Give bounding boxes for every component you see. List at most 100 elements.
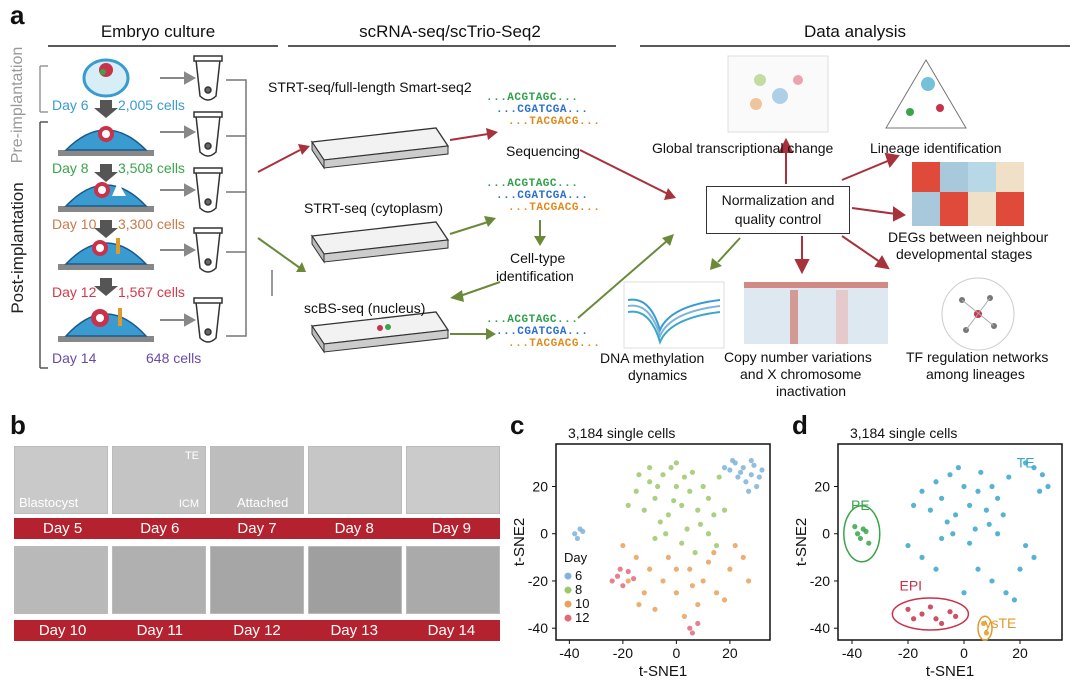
analysis-dna-2: dynamics [628, 367, 688, 383]
data-point-8 [673, 483, 679, 490]
data-point-TE [1011, 597, 1017, 603]
embryo-day8-icon [58, 126, 154, 156]
data-point-6 [580, 528, 586, 534]
header-embryo-culture: Embryo culture [100, 22, 216, 41]
y-tick-label: -20 [528, 573, 548, 589]
day-bar-day6: Day 6 [140, 520, 180, 537]
data-point-8 [679, 502, 685, 508]
legend-label-6: 6 [575, 568, 582, 583]
data-point-TE [953, 512, 959, 518]
data-point-12 [695, 620, 701, 627]
data-point-TE [1003, 590, 1009, 596]
day14-label: Day 14 [52, 350, 97, 366]
photo-label-te: TE [184, 450, 199, 462]
photo-row-2 [14, 546, 500, 614]
day8-label: Day 8 [52, 160, 89, 176]
day6-cells: 2,005 cells [118, 97, 185, 113]
y-tick-label: -40 [528, 620, 548, 636]
data-point-ysTE [981, 620, 987, 627]
data-point-6 [727, 467, 733, 473]
legend-swatch-8 [564, 586, 572, 594]
data-point-6 [751, 462, 757, 468]
data-point-EPI [919, 611, 925, 617]
panel-b-label: b [10, 410, 26, 440]
data-point-10 [711, 550, 717, 556]
legend-title: Day [564, 550, 588, 565]
data-point-10 [647, 566, 653, 572]
seq-read-group-3: ...ACGTAGC... ...CGATCGA... ...TACGACG..… [486, 314, 601, 350]
step-celltype-2: identification [496, 268, 574, 284]
data-point-PE [857, 535, 863, 542]
data-point-8 [657, 519, 663, 525]
data-point-8 [684, 526, 690, 532]
data-point-TE [1031, 554, 1037, 560]
y-tick-label: 0 [822, 526, 830, 542]
data-point-TE [975, 488, 981, 494]
data-point-TE [944, 519, 950, 525]
data-point-10 [721, 597, 728, 603]
data-point-8 [652, 535, 658, 542]
data-point-8 [705, 531, 712, 537]
data-point-10 [620, 542, 626, 549]
data-point-10 [732, 542, 738, 549]
photo-day6: TE ICM [112, 446, 206, 514]
embryo-day10-icon [58, 182, 154, 212]
panel-a-label: a [10, 0, 25, 30]
data-point-TE [919, 488, 925, 494]
data-point-8 [697, 521, 704, 527]
data-point-TE [905, 542, 911, 549]
data-point-10 [746, 578, 752, 584]
data-point-8 [655, 483, 661, 490]
data-point-6 [746, 488, 752, 494]
analysis-dna-1: DNA methylation [600, 350, 705, 366]
data-point-TE [1037, 488, 1043, 494]
data-point-10 [681, 613, 687, 619]
photo-day8 [308, 446, 402, 514]
data-point-TE [967, 540, 973, 546]
methylation-thumbnail [623, 281, 725, 349]
post-implantation-label: Post-implantation [8, 182, 27, 314]
y-tick-label: 20 [814, 479, 830, 495]
data-point-10 [633, 554, 639, 560]
seq-read-group-1: ...ACGTAGC... ...CGATCGA... ...TACGACG..… [486, 92, 601, 128]
data-point-6 [572, 531, 578, 537]
photo-label-attached: Attached [237, 495, 289, 510]
method-scbs-nucleus: scBS-seq (nucleus) [304, 300, 426, 316]
plate-1-icon [310, 127, 450, 170]
y-tick-label: 20 [532, 479, 548, 495]
day-bar-day11: Day 11 [136, 622, 184, 639]
analysis-cnv-1: Copy number variations [724, 349, 872, 365]
legend-label-8: 8 [575, 582, 582, 597]
data-point-8 [700, 483, 706, 490]
data-point-10 [705, 559, 712, 565]
seq-read-group-2: ...ACGTAGC... ...CGATCGA... ...TACGACG..… [486, 178, 601, 214]
header-sequencing: scRNA-seq/scTrio-Seq2 [359, 22, 541, 41]
data-point-8 [716, 474, 722, 480]
data-point-10 [665, 554, 671, 560]
data-point-12 [614, 573, 621, 579]
data-point-TE [978, 469, 984, 475]
photo-row-1: Blastocyst TE ICM Attached [14, 446, 500, 514]
data-point-6 [729, 457, 736, 464]
data-point-8 [692, 550, 698, 556]
data-point-8 [713, 542, 720, 549]
data-point-6 [743, 479, 749, 485]
x-tick-label: -20 [613, 645, 633, 661]
data-point-12 [687, 625, 693, 631]
ternary-thumbnail [885, 59, 967, 129]
method-smart-seq: STRT-seq/full-length Smart-seq2 [268, 79, 472, 95]
day6-label: Day 6 [52, 97, 89, 113]
cluster-label-ysTE: ysTE [984, 615, 1016, 631]
data-point-TE [939, 495, 945, 501]
embryo-day12-icon [58, 238, 154, 270]
header-data-analysis: Data analysis [803, 22, 907, 41]
data-point-TE [995, 531, 1001, 537]
panel-d-label: d [792, 410, 808, 440]
data-point-6 [756, 474, 762, 480]
data-point-10 [673, 566, 679, 572]
data-point-12 [630, 576, 637, 582]
tube-icons [193, 55, 223, 343]
data-point-TE [986, 521, 992, 527]
embryo-day14-icon [58, 308, 154, 342]
x-axis-label: t-SNE1 [926, 663, 974, 680]
